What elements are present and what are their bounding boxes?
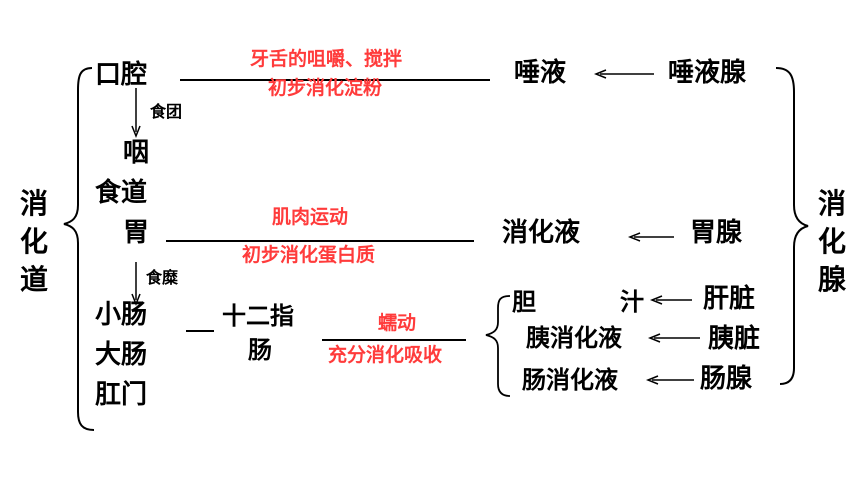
duodenum-line1: 十二指 bbox=[222, 302, 294, 330]
left-brace bbox=[63, 67, 95, 431]
label-chyme: 食糜 bbox=[146, 268, 179, 287]
mouth-digestion: 初步消化淀粉 bbox=[268, 77, 383, 99]
juice-gastric: 消化液 bbox=[502, 218, 581, 248]
gland-pancreas: 胰脏 bbox=[708, 324, 761, 354]
organ-stomach: 胃 bbox=[123, 218, 150, 248]
juice-bile-a: 胆 bbox=[512, 288, 536, 316]
duodenum-line2: 肠 bbox=[248, 336, 272, 364]
glands-title-char: 消化腺 bbox=[817, 187, 846, 296]
organ-large-intestine: 大肠 bbox=[95, 340, 148, 370]
intestine-digestion: 充分消化吸收 bbox=[328, 344, 443, 366]
label-bolus: 食团 bbox=[150, 102, 183, 121]
juice-bile-b: 汁 bbox=[620, 288, 644, 316]
digestive-glands-title: 消化腺 bbox=[816, 185, 848, 299]
organ-anus: 肛门 bbox=[95, 380, 148, 410]
juice-pancreatic: 胰消化液 bbox=[526, 324, 622, 352]
organ-esophagus: 食道 bbox=[95, 178, 148, 208]
stomach-digestion: 初步消化蛋白质 bbox=[242, 244, 376, 266]
digestive-tract-title: 消化道 bbox=[18, 185, 50, 299]
mouth-action: 牙舌的咀嚼、搅拌 bbox=[250, 48, 403, 70]
intestine-action: 蠕动 bbox=[378, 312, 417, 334]
gland-intestinal: 肠腺 bbox=[700, 364, 753, 394]
right-brace bbox=[775, 67, 809, 385]
juice-brace bbox=[485, 295, 511, 397]
organ-mouth: 口腔 bbox=[95, 60, 148, 90]
gland-salivary: 唾液腺 bbox=[668, 58, 747, 88]
gland-gastric: 胃腺 bbox=[690, 218, 743, 248]
organ-small-intestine: 小肠 bbox=[95, 300, 148, 330]
organ-pharynx: 咽 bbox=[123, 138, 150, 168]
juice-intestinal: 肠消化液 bbox=[522, 366, 618, 394]
juice-saliva: 唾液 bbox=[514, 58, 567, 88]
gland-liver: 肝脏 bbox=[703, 284, 756, 314]
tract-title-char: 消化道 bbox=[19, 187, 48, 296]
stomach-action: 肌肉运动 bbox=[272, 206, 349, 228]
